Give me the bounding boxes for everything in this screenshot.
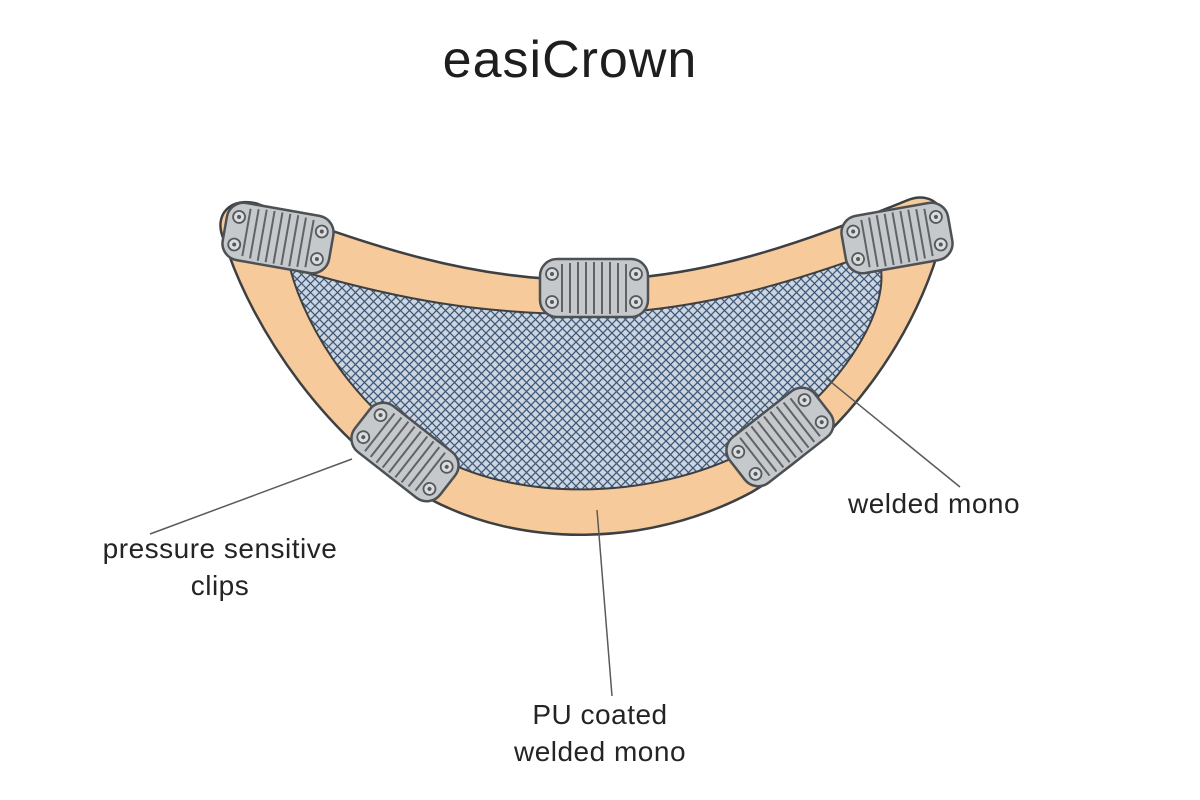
leader-line-welded-mono [825, 377, 961, 488]
leader-line-pu-coated [596, 509, 613, 697]
leader-line-pressure-clips [149, 458, 353, 535]
clip-top-center [538, 257, 650, 319]
page-title: easiCrown [442, 31, 698, 89]
label-pu-line2: welded mono [513, 735, 687, 767]
label-pressure-line1: pressure sensitive [102, 533, 338, 564]
label-pu-coated-welded-mono: PU coated welded mono [440, 697, 760, 771]
clip-top-right [837, 198, 957, 278]
label-pu-line1: PU coated [532, 699, 668, 730]
label-welded-mono: welded mono [848, 488, 1021, 519]
label-pressure-sensitive-clips: pressure sensitive clips [60, 531, 380, 605]
label-pressure-line2: clips [190, 569, 250, 601]
